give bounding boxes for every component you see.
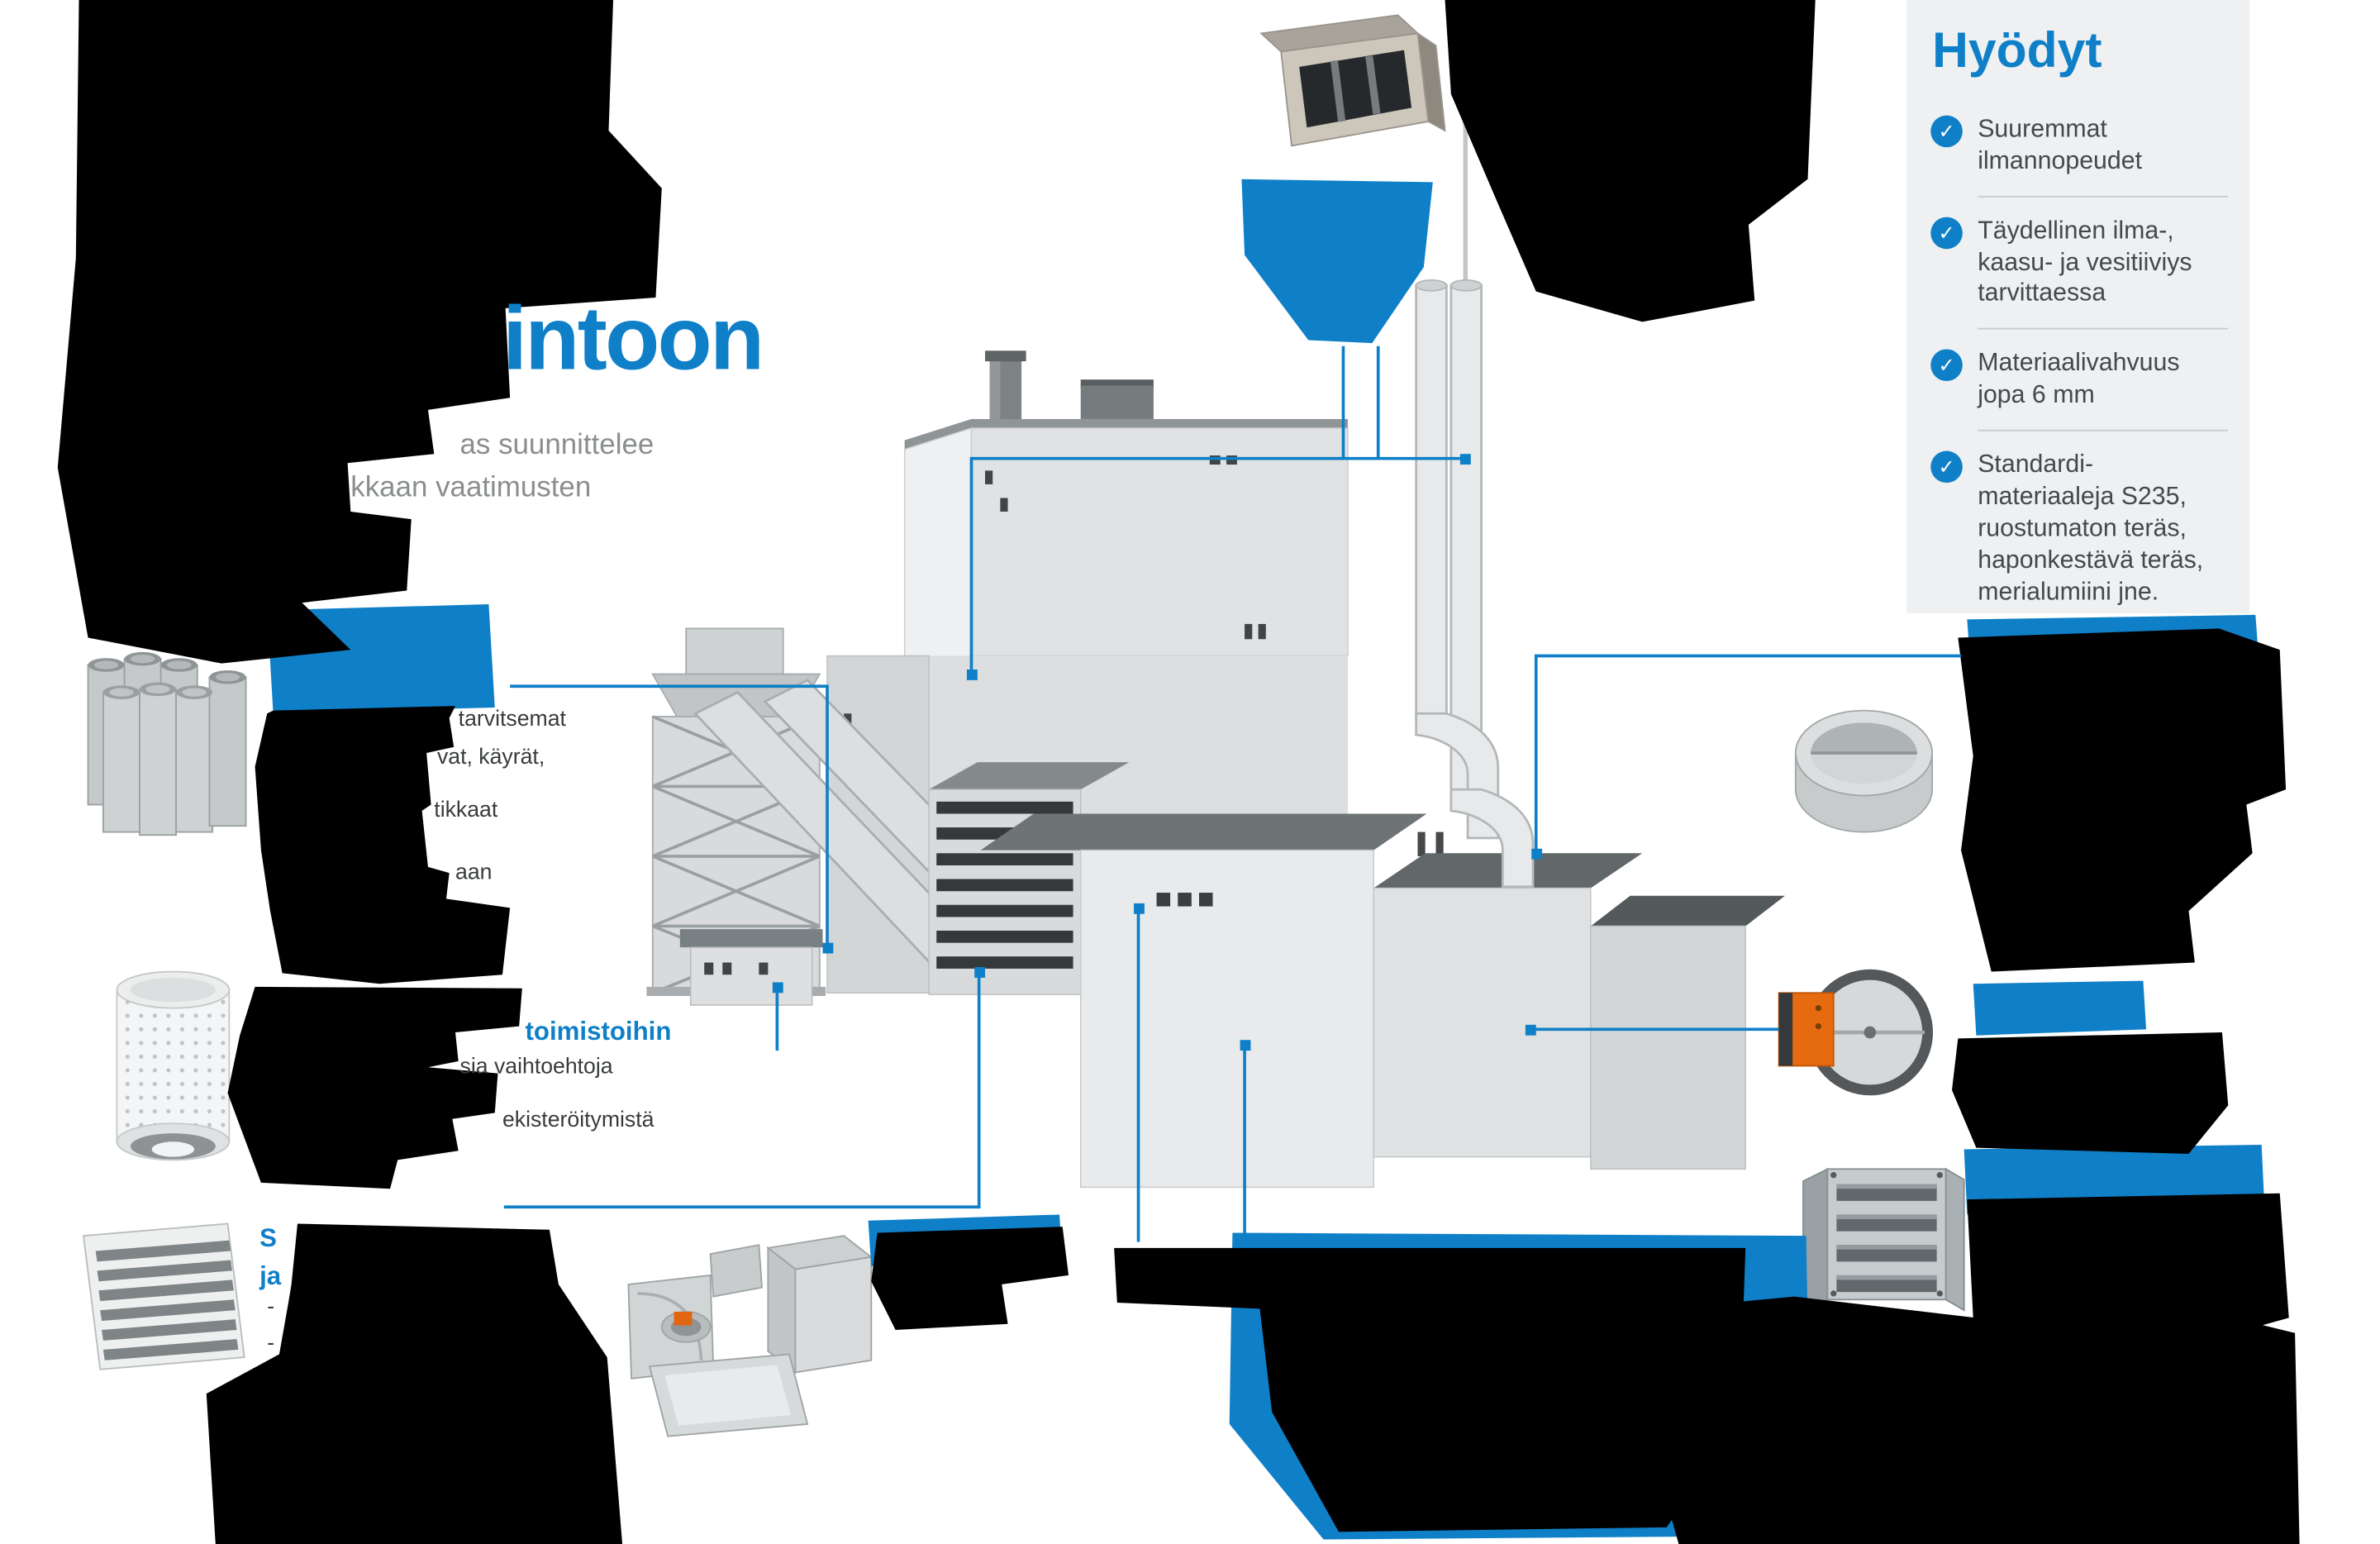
callout2-fragment-1: sia vaihtoehtoja [459, 1055, 613, 1079]
cylindrical-filter-image [116, 970, 231, 1161]
callout1-fragment-2: vat, käyrät, [436, 745, 545, 770]
callout3-heading-fragment-2: ja [259, 1261, 282, 1291]
benefit-text-3: Materiaalivahvuus jopa 6 mm [1978, 350, 2180, 409]
callout2-heading-fragment: toimistoihin [525, 1017, 672, 1046]
blue-blob-right-2 [1973, 980, 2147, 1036]
callout3-heading-fragment-1: S [259, 1223, 277, 1253]
redaction-blob-right-1 [1958, 628, 2287, 972]
callout1-fragment-1: tarvitsemat [458, 707, 566, 732]
redaction-blob-callout-2 [227, 986, 522, 1189]
benefit-item-3: ✓ Materiaalivahvuus jopa 6 mm [1930, 336, 2228, 424]
round-duct-silencers-image [87, 651, 247, 836]
check-icon: ✓ [1930, 350, 1963, 382]
divider [1978, 328, 2229, 331]
callout1-fragment-4: aan [455, 860, 493, 885]
benefit-item-4: ✓ Standardi-materiaaleja S235, ruostumat… [1930, 438, 2228, 622]
check-icon: ✓ [1930, 114, 1963, 147]
blue-blob-top-center [1241, 179, 1433, 344]
round-damper-with-actuator-image [1778, 969, 1934, 1096]
rectangular-duct-with-baffles-image [1259, 14, 1446, 147]
benefits-heading: Hyödyt [1932, 21, 2102, 78]
connector-endpoints [772, 454, 1543, 1051]
multi-blade-damper-image [1802, 1167, 1965, 1313]
duct-fittings-set-image [627, 1235, 873, 1437]
divider [1978, 430, 2229, 432]
redaction-blob-near-duct [871, 1227, 1069, 1331]
benefit-text-2: Täydellinen ilma-, kaasu- ja vesitiiviys… [1978, 216, 2192, 307]
redaction-blob-bottom-left [206, 1223, 623, 1544]
page-title-fragment: intoon [502, 288, 764, 389]
connector-lines [503, 345, 1962, 1242]
callout3-bullet-fragment-1: - [267, 1294, 275, 1320]
redaction-blob-bottom-right [1642, 1296, 2300, 1544]
redaction-blobs [57, 0, 2300, 1544]
redaction-blob-top-left [57, 0, 662, 664]
benefit-text-1: Suuremmat ilmannopeudet [1978, 114, 2143, 174]
benefit-item-2: ✓ Täydellinen ilma-, kaasu- ja vesitiivi… [1930, 203, 2228, 322]
divider [1978, 195, 2229, 197]
redaction-blob-callout-1 [255, 706, 511, 984]
benefits-panel: Hyödyt ✓ Suuremmat ilmannopeudet ✓ Täyde… [1906, 0, 2249, 614]
check-icon: ✓ [1930, 451, 1963, 484]
callout3-bullet-fragment-2: - [267, 1331, 275, 1356]
check-icon: ✓ [1930, 216, 1963, 249]
benefit-text-4: Standardi-materiaaleja S235, ruostumaton… [1978, 451, 2204, 607]
redaction-blob-bottom-center [1114, 1247, 1746, 1532]
louver-grille-image [82, 1222, 245, 1370]
industrial-plant-illustration [646, 88, 1785, 1189]
round-damper-ring-image [1794, 709, 1934, 833]
subtitle-fragment-1: as suunnittelee [459, 429, 654, 462]
redaction-blob-right-2 [1951, 1032, 2229, 1154]
redaction-blob-top-center [1445, 0, 1816, 322]
subtitle-fragment-2: kkaan vaatimusten [350, 472, 592, 504]
callout2-fragment-2: ekisteröitymistä [502, 1108, 654, 1133]
callout1-fragment-3: tikkaat [434, 798, 498, 823]
benefit-item-1: ✓ Suuremmat ilmannopeudet [1930, 101, 2228, 188]
